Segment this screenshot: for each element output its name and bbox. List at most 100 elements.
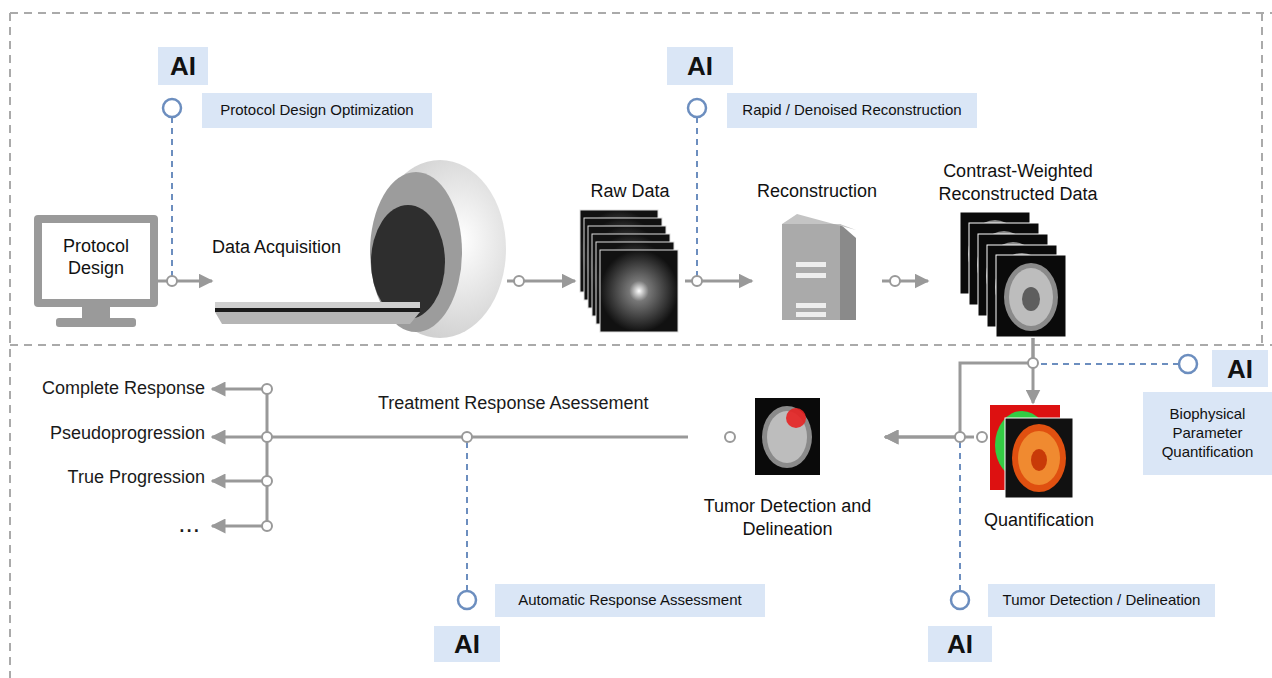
junction-dot	[890, 276, 900, 286]
scanner-bore	[371, 205, 445, 319]
frame-dash	[1261, 13, 1263, 345]
stage-label: Treatment Response Asessement	[378, 393, 648, 415]
ai-anchor-dot	[1179, 355, 1197, 373]
scanner-node: Data Acquisition	[212, 160, 507, 338]
junction-dot	[167, 276, 177, 286]
junction-dot	[262, 384, 272, 394]
monitor-frame	[34, 215, 158, 307]
server-slot	[796, 273, 826, 278]
ai-anchor-dot	[951, 591, 969, 609]
monitor-base	[56, 318, 136, 327]
server-front	[782, 224, 840, 320]
brain-slice	[996, 255, 1066, 337]
box-text: AI	[947, 631, 973, 657]
quant-map-brain	[1012, 424, 1066, 492]
junction-dot	[725, 432, 735, 442]
flow-connector	[885, 338, 1033, 437]
box-text: Protocol Design Optimization	[220, 101, 413, 120]
frame-dash	[10, 12, 1272, 14]
node-label: Contrast-Weighted Reconstructed Data	[928, 160, 1108, 205]
junction-dot	[262, 476, 272, 486]
kspace-slice	[600, 250, 678, 332]
raw-data-node: Raw Data	[575, 180, 685, 338]
ai-task-box: Automatic Response Assessment	[495, 584, 765, 617]
box-text: AI	[454, 631, 480, 657]
response-line	[267, 436, 688, 439]
ai-anchor-dot	[688, 99, 706, 117]
junction-dot	[692, 276, 702, 286]
outcome-label: True Progression	[68, 467, 205, 489]
monitor-stand	[82, 307, 110, 319]
ai-dashed-leader	[466, 442, 468, 591]
monitor-node: Protocol Design	[34, 215, 158, 307]
ai-badge: AI	[928, 626, 992, 662]
tumor-brain	[762, 406, 812, 468]
server-slot	[796, 312, 826, 317]
junction-dot	[1028, 358, 1038, 368]
server-slot	[796, 262, 826, 267]
junction-dot	[262, 432, 272, 442]
box-text: Tumor Detection / Delineation	[1003, 591, 1201, 610]
junction-dot	[514, 276, 524, 286]
server-side	[840, 224, 856, 320]
response-arrow	[212, 480, 267, 483]
response-arrow	[212, 388, 267, 391]
server-top	[782, 214, 856, 230]
ai-task-box: Rapid / Denoised Reconstruction	[727, 93, 977, 128]
tumor-node: Tumor Detection and Delineation	[690, 395, 885, 540]
junction-dot	[977, 432, 987, 442]
quant-map-brain-inner	[1018, 431, 1060, 485]
box-text: Rapid / Denoised Reconstruction	[742, 101, 961, 120]
scanner-table	[215, 302, 420, 308]
box-text: AI	[170, 53, 196, 79]
server-slot	[796, 303, 826, 308]
outcome-label: ...	[178, 508, 200, 539]
ai-badge: AI	[158, 47, 208, 85]
ai-badge: AI	[1212, 350, 1268, 387]
response-arrow	[212, 525, 267, 528]
scanner-table-band	[215, 308, 420, 312]
node-label: Raw Data	[575, 180, 685, 203]
ai-dashed-leader	[696, 117, 698, 276]
ai-dashed-leader	[171, 117, 173, 276]
node-label: Quantification	[974, 509, 1104, 532]
scanner-table-base	[215, 312, 420, 324]
server-node: Reconstruction	[752, 180, 882, 325]
monitor-screen	[42, 223, 150, 299]
outcome-label: Complete Response	[42, 378, 205, 400]
ai-task-box: Biophysical Parameter Quantification	[1143, 392, 1272, 475]
quantification-node: Quantification	[974, 403, 1104, 531]
node-label: Tumor Detection and Delineation	[690, 495, 885, 540]
flow-connector	[882, 280, 928, 283]
ai-task-box: Tumor Detection / Delineation	[988, 584, 1215, 617]
junction-dot	[955, 432, 965, 442]
node-label: Reconstruction	[752, 180, 882, 203]
ai-badge: AI	[434, 626, 500, 662]
ai-anchor-dot	[458, 591, 476, 609]
ai-task-box: Protocol Design Optimization	[202, 93, 432, 128]
quant-map-front	[1005, 418, 1073, 498]
node-label: Protocol Design	[46, 235, 146, 280]
outcome-label: Pseudoprogression	[50, 423, 205, 445]
junction-dot	[262, 521, 272, 531]
box-text: AI	[1227, 356, 1253, 382]
quant-map-brain-core	[1031, 449, 1047, 471]
response-arrow	[212, 436, 267, 439]
tumor-spot	[786, 408, 806, 428]
box-text: AI	[687, 53, 713, 79]
node-label: Data Acquisition	[212, 236, 341, 259]
tumor-image	[755, 398, 820, 475]
ai-badge: AI	[667, 47, 733, 85]
ai-dashed-leader	[959, 442, 961, 591]
ai-anchor-dot	[163, 99, 181, 117]
response-branch	[266, 389, 269, 526]
ai-dashed-leader	[1038, 363, 1179, 365]
frame-dash	[10, 344, 1272, 346]
box-text: Biophysical Parameter Quantification	[1149, 405, 1266, 461]
junction-dot	[462, 432, 472, 442]
box-text: Automatic Response Assessment	[518, 591, 741, 610]
